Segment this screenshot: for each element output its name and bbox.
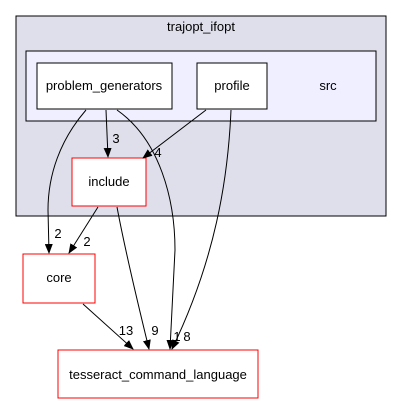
edge-profile-to-include-label: 4 (154, 145, 161, 160)
edge-include-to-core-line (68, 206, 99, 254)
cluster-trajopt-ifopt-label: trajopt_ifopt (167, 19, 235, 34)
edge-profile-to-tcl-line (171, 109, 232, 350)
edge-core-to-tcl[interactable]: 13 (82, 303, 134, 350)
edge-problem-generators-to-tcl[interactable]: 1 (116, 109, 181, 350)
node-core-box (22, 253, 96, 304)
edge-include-to-tcl[interactable]: 9 (116, 206, 159, 350)
node-tesseract-command-language-box (57, 349, 259, 399)
edge-include-to-tcl-line (116, 206, 151, 350)
edge-include-to-core[interactable]: 2 (68, 206, 99, 254)
edge-problem-generators-to-include[interactable]: 3 (103, 109, 120, 158)
node-tesseract-command-language[interactable]: tesseract_command_language (57, 349, 259, 399)
edge-problem-generators-to-core-line (44, 109, 87, 254)
edge-problem-generators-to-include-label: 3 (112, 131, 119, 146)
edge-problem-generators-to-tcl-label: 1 (173, 329, 180, 344)
edge-profile-to-include-line (142, 109, 207, 159)
node-include-box (71, 157, 147, 207)
edge-profile-to-tcl-label: 8 (183, 329, 190, 344)
node-profile[interactable]: profile (196, 62, 268, 110)
node-include[interactable]: include (71, 157, 147, 207)
node-profile-box (196, 62, 268, 110)
cluster-src-label: src (319, 78, 337, 93)
node-problem-generators-box (36, 62, 173, 110)
node-core[interactable]: core (22, 253, 96, 304)
edge-core-to-tcl-label: 13 (119, 323, 133, 338)
node-tesseract-command-language-label: tesseract_command_language (69, 367, 247, 382)
edge-include-to-core-label: 2 (83, 234, 90, 249)
edge-include-to-tcl-label: 9 (151, 323, 158, 338)
edge-profile-to-tcl[interactable]: 8 (171, 109, 232, 350)
edge-problem-generators-to-core[interactable]: 2 (44, 109, 87, 254)
node-profile-label: profile (214, 78, 249, 93)
edge-problem-generators-to-core-label: 2 (54, 226, 61, 241)
node-include-label: include (88, 174, 129, 189)
edge-core-to-tcl-line (82, 303, 134, 350)
node-problem-generators[interactable]: problem_generators (36, 62, 173, 110)
edge-problem-generators-to-include-line (103, 109, 112, 158)
node-problem-generators-label: problem_generators (46, 78, 163, 93)
edge-problem-generators-to-tcl-line (116, 109, 176, 350)
edge-profile-to-include[interactable]: 4 (142, 109, 207, 160)
node-core-label: core (46, 270, 71, 285)
